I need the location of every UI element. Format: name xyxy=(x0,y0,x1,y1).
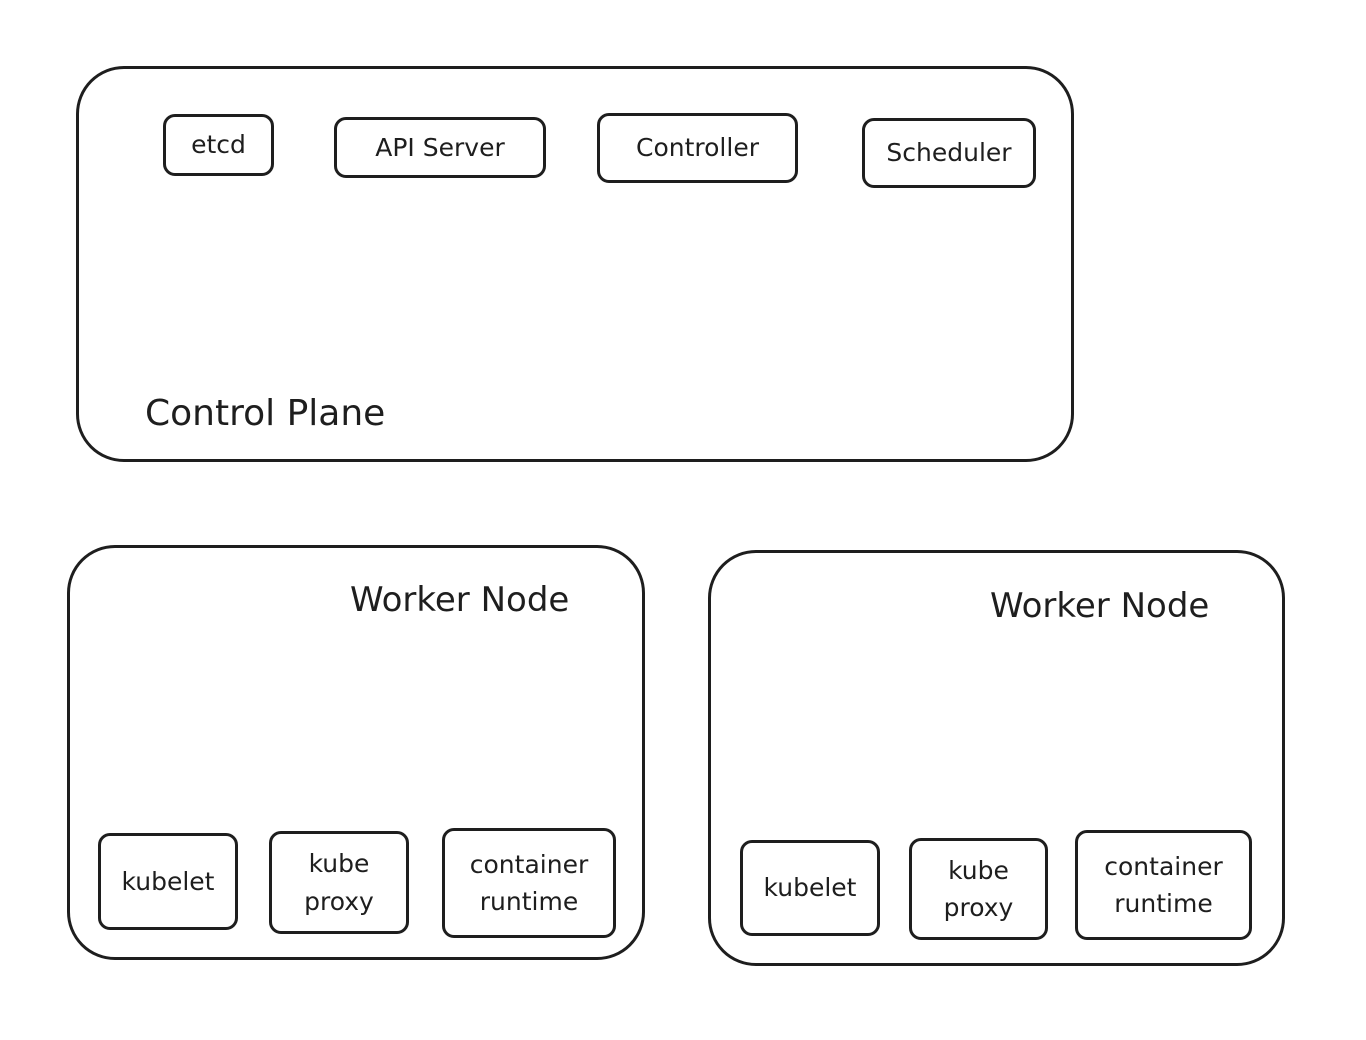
container-runtime-label-line2: runtime xyxy=(1114,889,1213,918)
kube-proxy-label-line2: proxy xyxy=(943,893,1014,922)
etcd-box: etcd xyxy=(163,114,274,176)
container-runtime-label-line1: container xyxy=(1104,851,1223,881)
etcd-label: etcd xyxy=(191,130,246,160)
container-runtime-label-line1: container xyxy=(469,849,589,879)
api-server-label: API Server xyxy=(375,132,505,162)
control-plane-label: Control Plane xyxy=(145,393,386,434)
scheduler-box: Scheduler xyxy=(862,118,1036,188)
container-runtime-label-line2: runtime xyxy=(479,887,579,916)
api-server-box: API Server xyxy=(334,117,546,178)
control-plane-box xyxy=(76,66,1074,462)
worker-node-box xyxy=(708,550,1285,966)
worker-node-label: Worker Node xyxy=(990,586,1210,626)
worker-node-box xyxy=(67,545,645,960)
kubelet-label: kubelet xyxy=(121,866,215,896)
kube-proxy-label-line1: kube xyxy=(308,849,370,878)
container-runtime-box: container runtime xyxy=(1075,830,1252,940)
kube-proxy-box: kube proxy xyxy=(909,838,1048,940)
kube-proxy-box: kube proxy xyxy=(269,831,409,934)
kubelet-box: kubelet xyxy=(98,833,238,930)
kubelet-label: kubelet xyxy=(763,873,857,903)
worker-node-label: Worker Node xyxy=(350,580,570,620)
kube-proxy-label-line1: kube xyxy=(948,855,1009,885)
container-runtime-box: container runtime xyxy=(442,828,616,938)
kube-proxy-label-line2: proxy xyxy=(304,886,374,916)
kubelet-box: kubelet xyxy=(740,840,880,936)
controller-box: Controller xyxy=(597,113,798,183)
scheduler-label: Scheduler xyxy=(886,138,1012,168)
controller-label: Controller xyxy=(636,133,759,163)
